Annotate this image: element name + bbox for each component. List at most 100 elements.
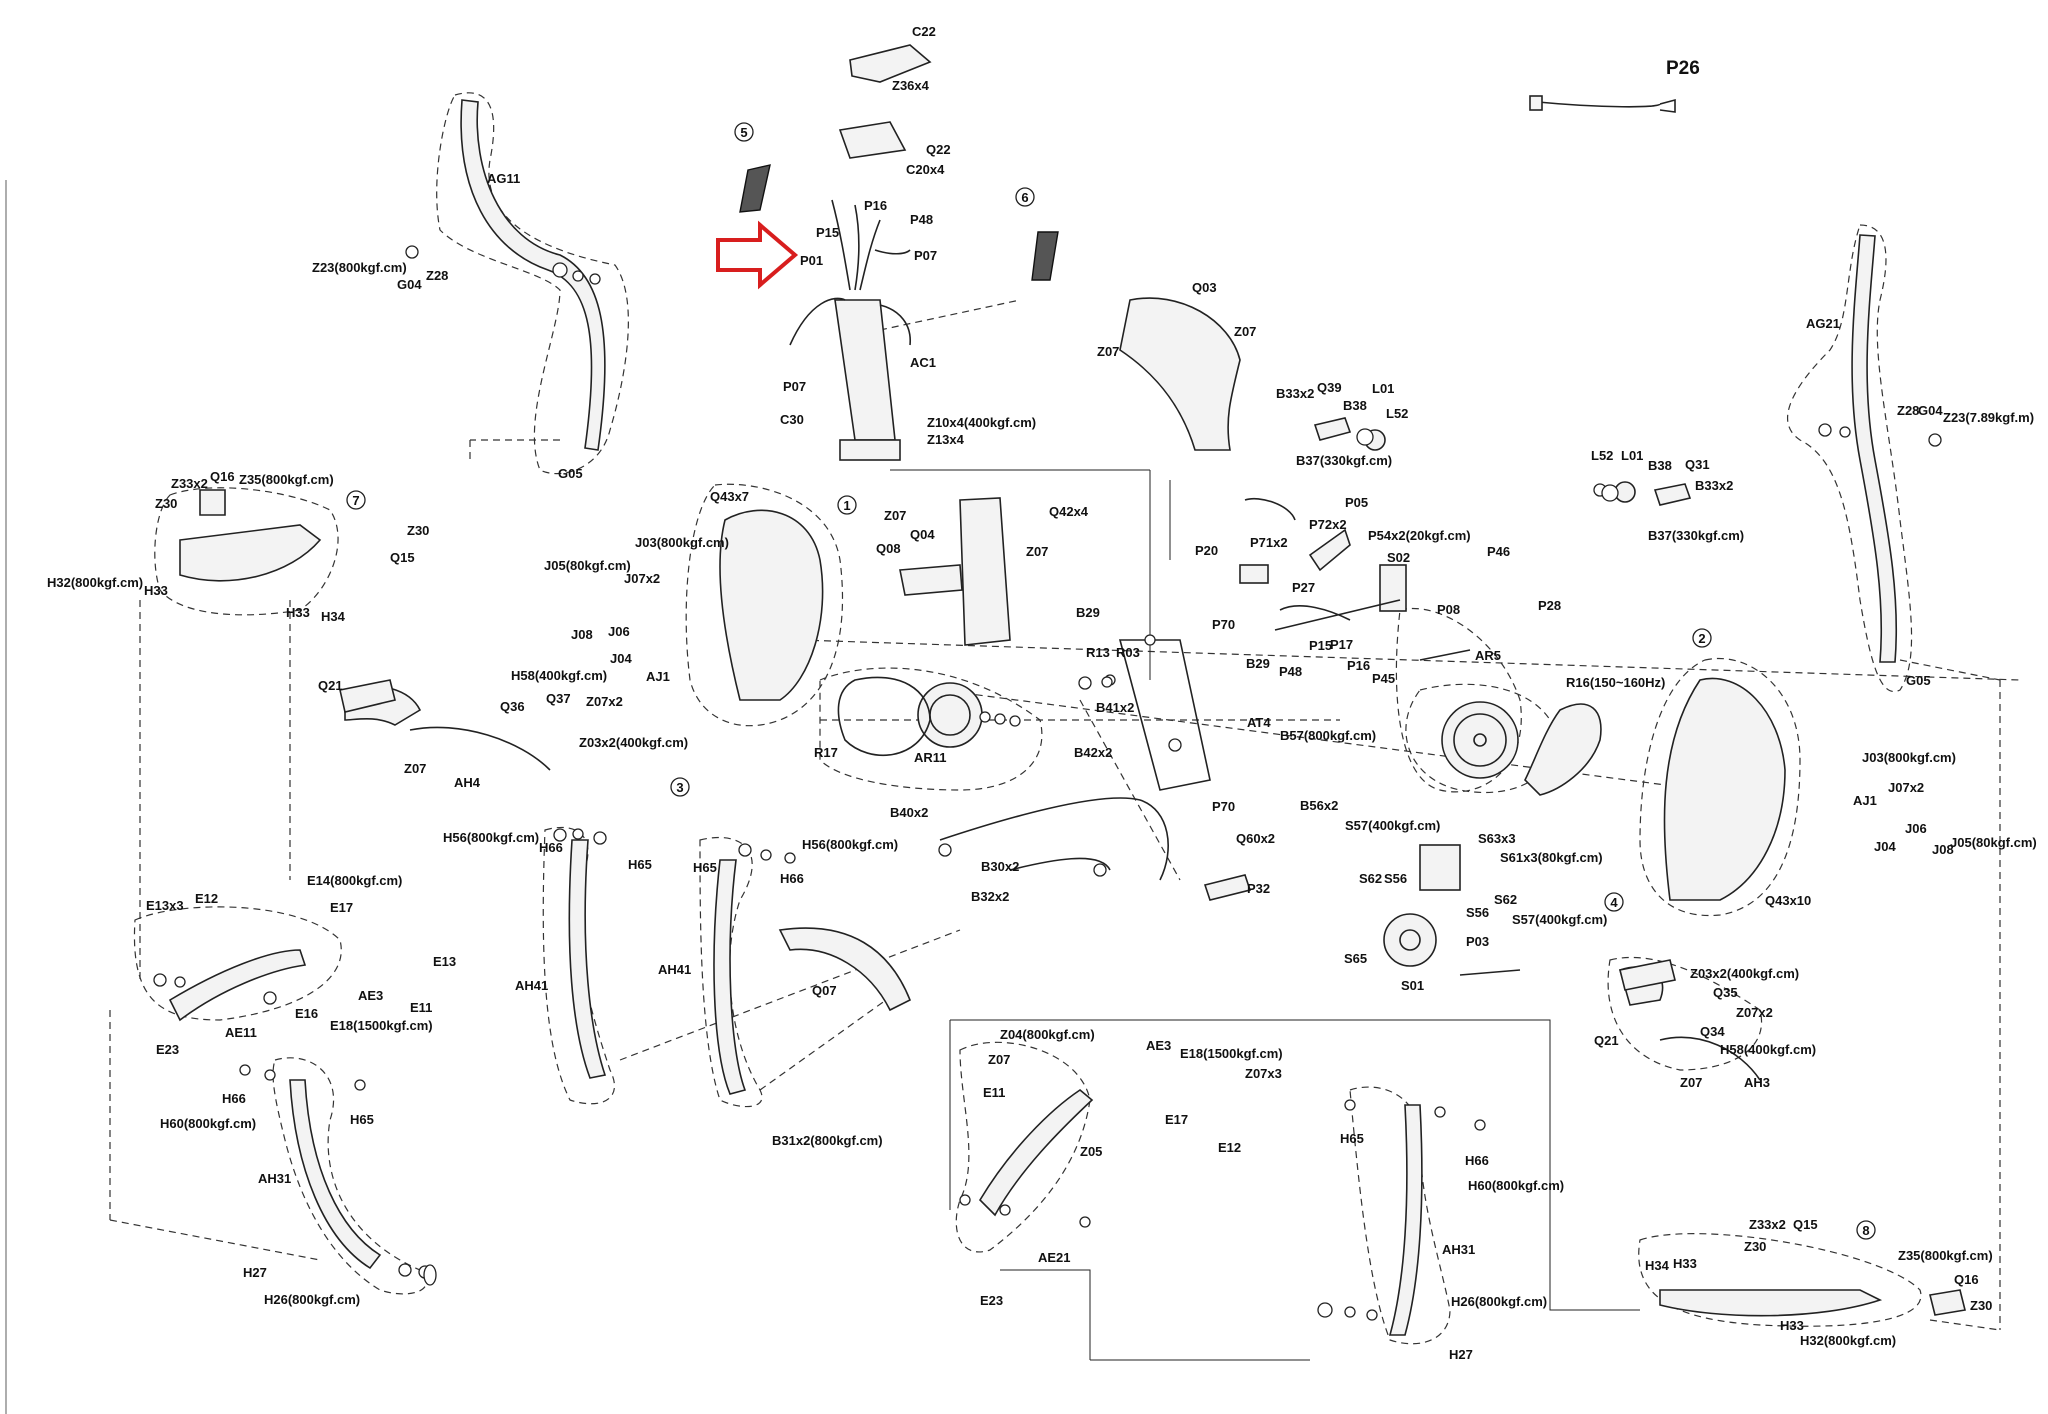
label-Q39: Q39 xyxy=(1317,380,1342,395)
label-P15: P15 xyxy=(816,225,839,240)
main-frame xyxy=(939,639,1211,881)
label-Z07d: Z07 xyxy=(1026,544,1048,559)
label-Z30c: Z30 xyxy=(1744,1239,1766,1254)
label-P07b: P07 xyxy=(783,379,806,394)
hardware xyxy=(153,245,1942,1321)
svg-text:3: 3 xyxy=(676,780,683,795)
label-G05: G05 xyxy=(558,466,583,481)
label-H66: H66 xyxy=(539,840,563,855)
label-P54x2: P54x2(20kgf.cm) xyxy=(1368,528,1471,543)
label-AR11: AR11 xyxy=(914,750,947,765)
label-J08: J08 xyxy=(571,627,593,642)
label-P08: P08 xyxy=(1437,602,1460,617)
assembly-frame xyxy=(890,469,1640,1361)
label-Z04-800: Z04(800kgf.cm) xyxy=(1000,1027,1095,1042)
label-J08b: J08 xyxy=(1932,842,1954,857)
label-H33: H33 xyxy=(144,583,168,598)
label-H65c: H65 xyxy=(350,1112,374,1127)
label-J05-80: J05(80kgf.cm) xyxy=(544,558,631,573)
label-R17: R17 xyxy=(814,745,838,760)
label-H65b: H65 xyxy=(693,860,717,875)
label-Q43x7: Q43x7 xyxy=(710,489,749,504)
callout-7: 7 xyxy=(346,490,366,510)
transport-wheel xyxy=(1383,913,1437,967)
label-H60-800b: H60(800kgf.cm) xyxy=(1468,1178,1564,1193)
label-Z13x4: Z13x4 xyxy=(927,432,965,447)
label-P01: P01 xyxy=(800,253,823,268)
label-E11: E11 xyxy=(410,1000,432,1015)
label-B33x2b: B33x2 xyxy=(1695,478,1733,493)
label-H26-800: H26(800kgf.cm) xyxy=(264,1292,360,1307)
label-B29b: B29 xyxy=(1246,656,1270,671)
label-J07x2b: J07x2 xyxy=(1888,780,1924,795)
label-J03-800: J03(800kgf.cm) xyxy=(635,535,729,550)
label-B31x2-800: B31x2(800kgf.cm) xyxy=(772,1133,883,1148)
callout-3: 3 xyxy=(670,777,690,797)
label-E11b: E11 xyxy=(983,1085,1005,1100)
svg-text:7: 7 xyxy=(352,493,359,508)
label-Z07g: Z07 xyxy=(988,1052,1010,1067)
handle-housing xyxy=(959,497,1011,646)
label-Q37: Q37 xyxy=(546,691,571,706)
label-Q21b: Q21 xyxy=(1594,1033,1619,1048)
label-B33x2: B33x2 xyxy=(1276,386,1314,401)
label-E18-1500: E18(1500kgf.cm) xyxy=(330,1018,433,1033)
label-Q16b: Q16 xyxy=(1954,1272,1979,1287)
label-Q08: Q08 xyxy=(876,541,901,556)
label-Z35-800b: Z35(800kgf.cm) xyxy=(1898,1248,1993,1263)
label-Z07f: Z07 xyxy=(1680,1075,1702,1090)
label-Z07e: Z07 xyxy=(404,761,426,776)
label-H27b: H27 xyxy=(1449,1347,1473,1362)
label-S62: S62 xyxy=(1359,871,1382,886)
label-H56-800b: H56(800kgf.cm) xyxy=(802,837,898,852)
label-E13x3: E13x3 xyxy=(146,898,184,913)
handle-right xyxy=(1851,234,1898,663)
label-P70b: P70 xyxy=(1212,799,1235,814)
label-C30: C30 xyxy=(780,412,804,427)
callout-1: 1 xyxy=(837,495,857,515)
label-Z03x2-400b: Z03x2(400kgf.cm) xyxy=(1690,966,1799,981)
label-AE3: AE3 xyxy=(358,988,383,1003)
label-P16b: P16 xyxy=(1347,658,1370,673)
guard-rail xyxy=(778,927,912,1012)
connection-lines xyxy=(109,299,2021,1331)
label-AH3: AH3 xyxy=(1744,1075,1770,1090)
label-Z07a: Z07 xyxy=(1234,324,1256,339)
svg-text:6: 6 xyxy=(1021,190,1028,205)
label-H33b: H33 xyxy=(286,605,310,620)
label-P03: P03 xyxy=(1466,934,1489,949)
label-H34b: H34 xyxy=(1645,1258,1670,1273)
label-Z10x4: Z10x4(400kgf.cm) xyxy=(927,415,1036,430)
label-AH31b: AH31 xyxy=(1442,1242,1475,1257)
label-P72x2: P72x2 xyxy=(1309,517,1347,532)
label-B40x2: B40x2 xyxy=(890,805,928,820)
label-Q22: Q22 xyxy=(926,142,951,157)
label-B38b: B38 xyxy=(1648,458,1672,473)
label-AC1: AC1 xyxy=(910,355,936,370)
label-Z30: Z30 xyxy=(155,496,177,511)
magnet-arm xyxy=(1524,703,1602,796)
label-P16: P16 xyxy=(864,198,887,213)
svg-text:4: 4 xyxy=(1610,895,1618,910)
callout-6: 6 xyxy=(1015,187,1035,207)
link-arm-left xyxy=(168,949,307,1022)
label-E16: E16 xyxy=(295,1006,318,1021)
label-E14-800: E14(800kgf.cm) xyxy=(307,873,402,888)
svg-text:1: 1 xyxy=(843,498,850,513)
label-Z07x3: Z07x3 xyxy=(1245,1066,1282,1081)
label-E17b: E17 xyxy=(1165,1112,1188,1127)
label-E12: E12 xyxy=(195,891,218,906)
label-H60-800: H60(800kgf.cm) xyxy=(160,1116,256,1131)
label-B30x2: B30x2 xyxy=(981,859,1019,874)
pedal-right xyxy=(1659,1289,1883,1317)
label-AJ1: AJ1 xyxy=(646,669,670,684)
label-Q15b: Q15 xyxy=(1793,1217,1818,1232)
callout-5: 5 xyxy=(734,122,754,142)
label-J06: J06 xyxy=(608,624,630,639)
label-L52b: L52 xyxy=(1591,448,1613,463)
label-Q15: Q15 xyxy=(390,550,415,565)
label-B38: B38 xyxy=(1343,398,1367,413)
label-H58-400b: H58(400kgf.cm) xyxy=(1720,1042,1816,1057)
label-Q42x4: Q42x4 xyxy=(1049,504,1089,519)
grip-left xyxy=(739,164,771,213)
